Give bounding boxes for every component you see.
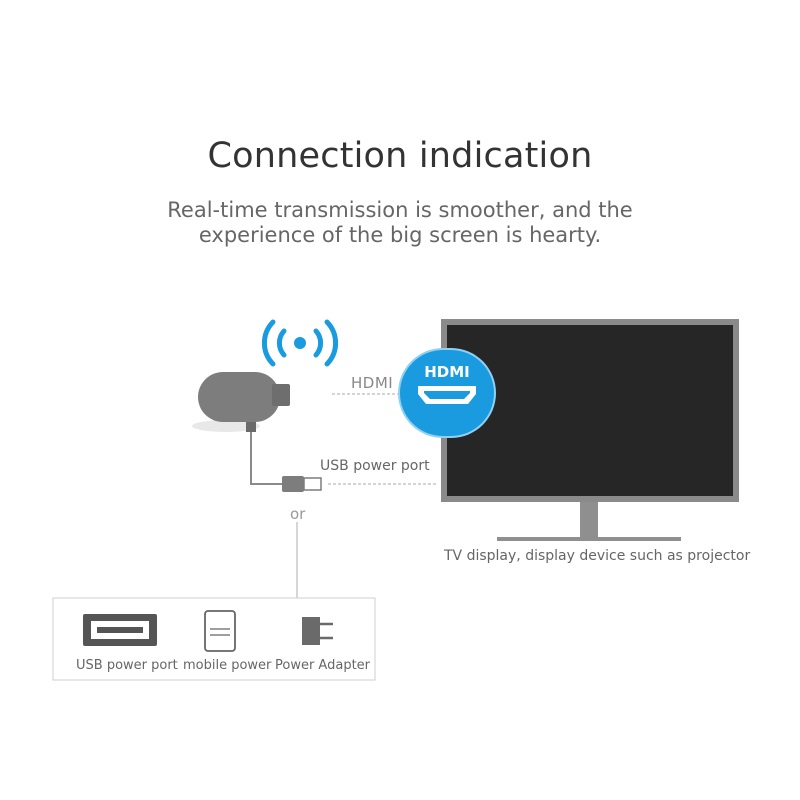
- option-power-adapter-label: Power Adapter: [275, 658, 370, 673]
- tv-stand-base: [497, 537, 681, 541]
- tv-stand-neck: [580, 502, 598, 538]
- or-label: or: [290, 505, 305, 523]
- hdmi-port-icon: [400, 350, 494, 436]
- usb-port-icon: [83, 614, 157, 646]
- wifi-signal-icon: [264, 322, 335, 364]
- hdmi-badge: HDMI: [400, 350, 494, 436]
- power-adapter-icon: [302, 617, 333, 645]
- tv-display-label: TV display, display device such as proje…: [444, 548, 750, 564]
- hdmi-dongle: [192, 372, 290, 432]
- mobile-power-icon: [205, 611, 235, 651]
- usb-cable: [251, 432, 282, 484]
- option-mobile-power-label: mobile power: [183, 658, 271, 673]
- usb-power-port-label: USB power port: [320, 458, 430, 474]
- usb-plug: [282, 476, 321, 492]
- option-usb-power-port-label: USB power port: [76, 658, 178, 673]
- hdmi-label: HDMI: [351, 374, 393, 392]
